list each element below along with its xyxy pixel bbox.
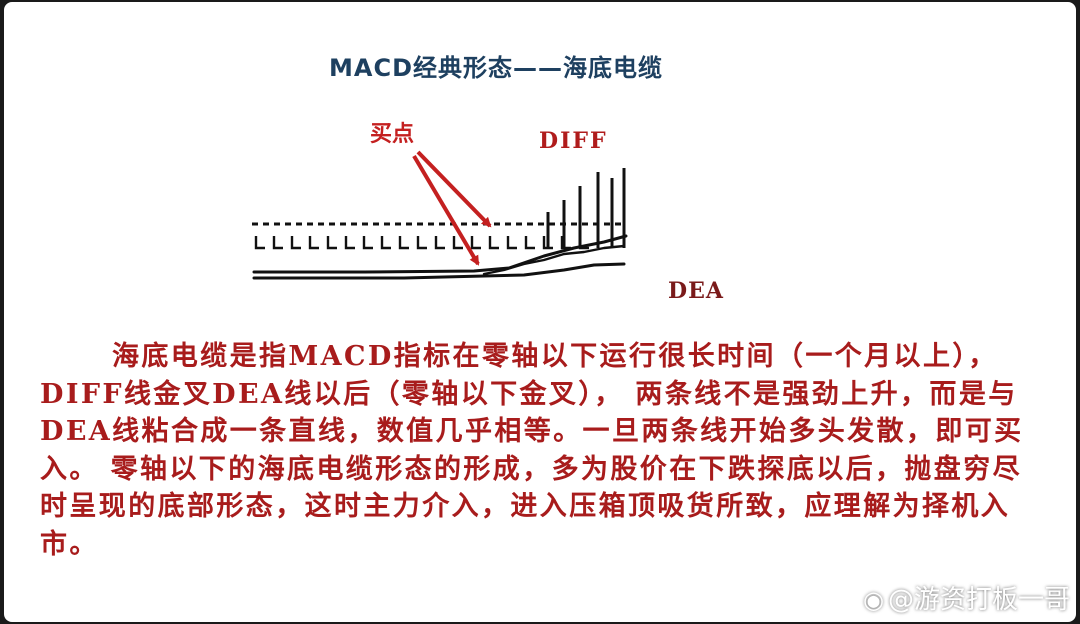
rising-bars: [546, 168, 626, 248]
diff-line: [252, 234, 628, 274]
diff-label: DIFF: [539, 128, 608, 154]
macd-lines: [252, 234, 628, 280]
explanation-paragraph: 海底电缆是指MACD指标在零轴以下运行很长时间（一个月以上），DIFF线金叉DE…: [40, 341, 1024, 560]
macd-diagram: [252, 150, 628, 280]
diagram-title: MACD经典形态——海底电缆: [329, 54, 663, 82]
image-card: MACD经典形态——海底电缆: [4, 2, 1076, 622]
diff-line-step: [482, 244, 626, 276]
watermark-text: @游资打板一哥: [887, 585, 1070, 615]
dea-line: [252, 262, 626, 280]
weibo-icon: ◉: [863, 586, 884, 614]
buy-point-label: 买点: [370, 121, 415, 147]
buy-arrow-upper: [416, 150, 492, 228]
dea-label: DEA: [668, 278, 724, 304]
histogram-bars: [254, 236, 589, 250]
watermark: ◉@游资打板一哥: [863, 579, 1070, 616]
buy-arrow-lower: [412, 154, 480, 266]
